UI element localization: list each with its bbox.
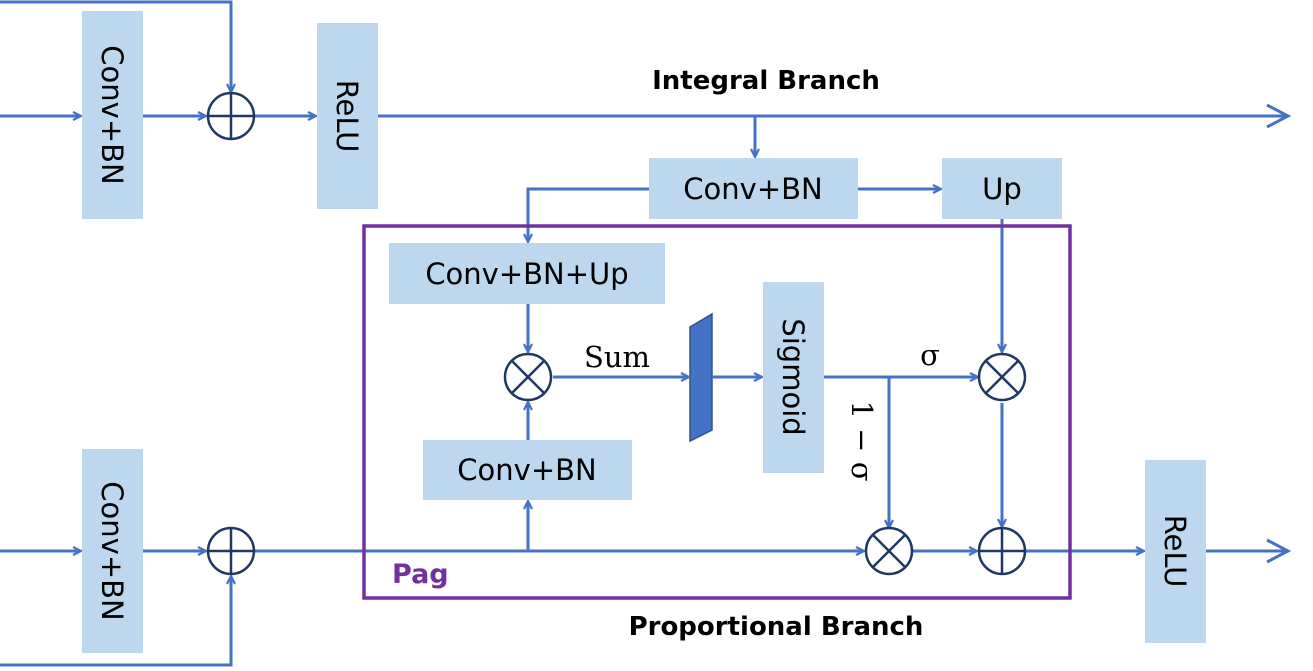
conv-bn-bottom-left-label: Conv+BN (95, 481, 129, 620)
proportional-branch-label: Proportional Branch (629, 612, 924, 642)
bottom-skip-arrow (0, 577, 231, 667)
sigmoid-block (763, 282, 824, 473)
relu-bottom-block (1145, 460, 1206, 643)
conv-bn-integral-label: Conv+BN (683, 172, 822, 206)
conv-to-convbnup-arrow (528, 187, 649, 241)
conv-bn-up-block (389, 243, 665, 304)
add-icon-bottom (206, 526, 256, 576)
sigma-label: σ (920, 338, 940, 372)
multiply-icon-bottom (864, 526, 914, 576)
relu-bottom-label: ReLU (1158, 515, 1192, 588)
conv-bn-inner-block (423, 440, 632, 500)
up-block (942, 158, 1062, 219)
relu-top-label: ReLU (330, 80, 364, 153)
sum-combiner-shape (689, 312, 713, 443)
add-icon-right (977, 526, 1027, 576)
conv-bn-top-left-label: Conv+BN (95, 45, 129, 184)
add-icon-top (206, 91, 256, 141)
multiply-icon-left (503, 352, 553, 402)
up-label: Up (982, 172, 1022, 206)
conv-bn-inner-label: Conv+BN (457, 453, 596, 487)
conv-bn-bottom-left-block (82, 449, 143, 653)
conv-bn-up-label: Conv+BN+Up (425, 257, 628, 291)
integral-branch-label: Integral Branch (652, 66, 880, 96)
sigmoid-label: Sigmoid (776, 318, 810, 435)
pag-module-border (362, 224, 1072, 600)
relu-top-block (317, 23, 378, 209)
multiply-icon-right (977, 352, 1027, 402)
sum-label: Sum (584, 340, 650, 374)
conv-bn-integral-block (649, 158, 858, 219)
pag-label: Pag (392, 559, 449, 590)
top-skip-arrow (0, 0, 231, 91)
one-minus-sigma-label: 1 − σ (845, 401, 879, 482)
conv-bn-top-left-block (82, 11, 143, 219)
